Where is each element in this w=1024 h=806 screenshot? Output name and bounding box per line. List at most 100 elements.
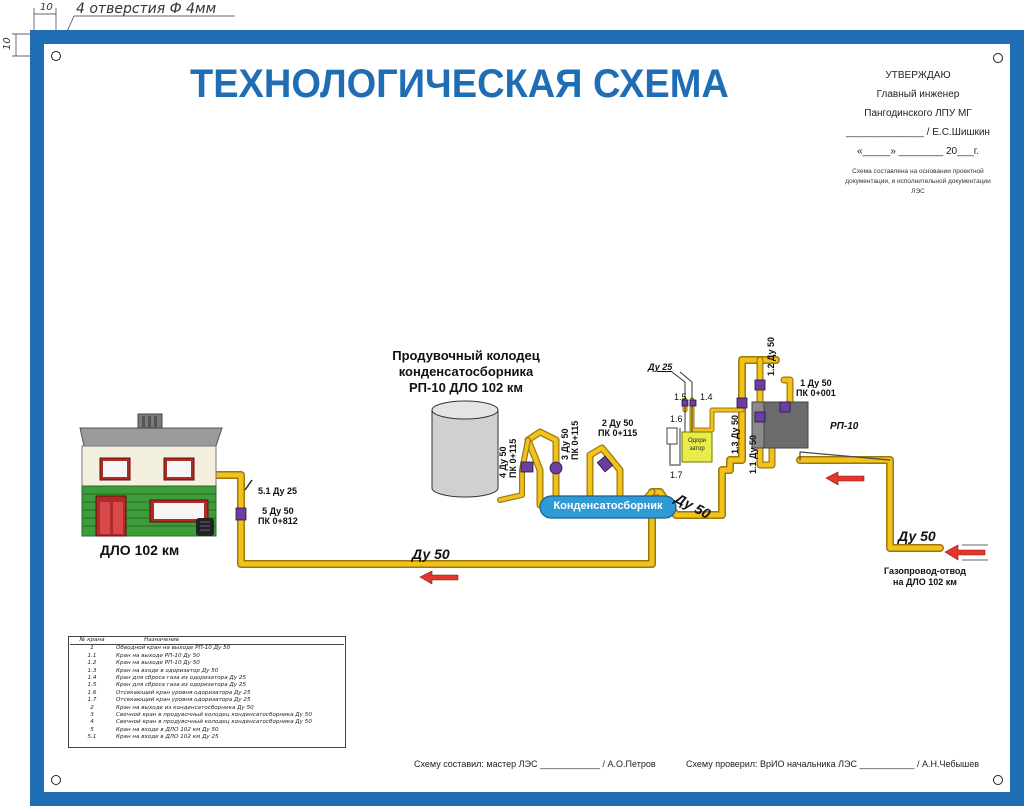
flow-arrow-inlet <box>944 544 986 561</box>
condensate-tank <box>539 495 677 519</box>
legend-row-desc: Кран на входе в ДЛО 102 км Ду 25 <box>116 734 219 741</box>
valve-5-label: 5 Ду 50 ПК 0+812 <box>258 506 298 526</box>
mount-hole-top-right <box>993 53 1003 63</box>
inlet-label-2: на ДЛО 102 км <box>893 577 957 587</box>
legend-row-num: 1.2 <box>87 660 97 667</box>
valves <box>235 379 791 521</box>
inlet-label: Газопровод-отвод на ДЛО 102 км <box>884 566 966 588</box>
valve-3 <box>549 461 563 475</box>
valve-1-label: 1 Ду 50 ПК 0+001 <box>796 378 836 398</box>
legend-row-num: 2 <box>90 704 94 711</box>
flow-arrows <box>419 471 986 585</box>
legend-header-num: № крана <box>70 637 114 646</box>
valve-5 <box>235 507 247 521</box>
mount-hole-bottom-left <box>51 775 61 785</box>
legend-row-num: 1.7 <box>87 697 97 704</box>
legend-row-desc: Кран на входе в одоризатор Ду 50 <box>116 667 219 674</box>
valve-5-1-handle <box>244 479 253 491</box>
legend-row-num: 4 <box>90 719 94 726</box>
odorizer-label: Одори затор <box>682 437 712 453</box>
valve-1-4-label: 1.4 <box>700 392 713 402</box>
valve-1-label-2: ПК 0+001 <box>796 388 836 398</box>
legend-row-num: 1.3 <box>87 667 97 674</box>
valve-5-1-label: 5.1 Ду 25 <box>258 486 298 496</box>
valve-1-label-1: 1 Ду 50 <box>800 378 832 388</box>
du50-bottom-label: Ду 50 <box>412 546 450 562</box>
approval-block: УТВЕРЖДАЮ Главный инженер Пангодинского … <box>838 66 998 197</box>
gas-inlet-line <box>799 451 891 461</box>
valve-2-label-1: 2 Ду 50 <box>601 418 634 428</box>
pipe-main-fill <box>211 357 943 567</box>
legend-row-num: 5 <box>90 726 94 733</box>
legend-row: 1.5 Кран для сброса газа из одоризатора Д… <box>70 682 344 689</box>
valve-1-1 <box>754 411 766 423</box>
legend-row: 1.3 Кран на входе в одоризатор Ду 50 <box>70 668 344 675</box>
legend-row: 2 Кран на выходе из конденсатосборника Ду… <box>70 705 344 712</box>
approval-line-5: «_____» ________ 20___г. <box>857 146 979 157</box>
dlo-building <box>79 413 223 537</box>
legend-row-desc: Отсекающий кран уровня одоризатора Ду 25 <box>116 697 251 704</box>
legend-row: 1.7 Отсекающий кран уровня одоризатора Ду… <box>70 697 344 704</box>
legend-row: 1.2 Кран на выходе РП-10 Ду 50 <box>70 660 344 667</box>
building-label: ДЛО 102 км <box>100 542 180 558</box>
legend-row-desc: Кран на выходе из конденсатосборника Ду … <box>116 704 254 711</box>
valve-1-5 <box>681 399 689 407</box>
holes-note: 4 отверстия Ф 4мм <box>76 1 217 17</box>
valve-1-4 <box>689 399 697 407</box>
legend-row-desc: Отсекающий кран уровня одоризатора Ду 25 <box>116 689 251 696</box>
white-panel <box>44 44 1010 792</box>
approval-note-2: документации, и исполнительной документа… <box>845 178 991 195</box>
legend-frame <box>68 636 346 748</box>
valve-3-label: 3 Ду 50 ПК 0+115 <box>560 421 580 460</box>
rp10-label: РП-10 <box>830 421 859 432</box>
legend-row-num: 3 <box>90 712 94 719</box>
checked-by-signature: Схему проверил: ВрИО начальника ЛЭС ____… <box>686 759 980 769</box>
mount-hole-top-left <box>51 51 61 61</box>
dimension-top-value: 10 <box>40 2 53 13</box>
valve-3-label-1: 3 Ду 50 <box>560 428 570 460</box>
valve-1-2 <box>754 379 766 391</box>
condensate-label: Конденсатосборник <box>553 500 663 512</box>
odorizer <box>681 431 713 463</box>
approval-line-3: Пангодинского ЛПУ МГ <box>864 108 972 119</box>
odorizer-vents <box>669 371 693 466</box>
well-title: Продувочный колодец конденсатосборника Р… <box>378 348 554 396</box>
valve-1-5-label: 1.5 <box>674 392 687 402</box>
valve-4-label: 4 Ду 50 ПК 0+115 <box>498 439 518 478</box>
valve-2 <box>596 455 614 473</box>
valve-1-2-label: 1.2 Ду 50 <box>766 336 776 376</box>
legend-row: 3 Свечной кран в продувочный колодец конд… <box>70 712 344 719</box>
valve-1-3 <box>736 397 748 409</box>
well-title-line-3: РП-10 ДЛО 102 км <box>409 380 523 395</box>
legend-row-num: 1.5 <box>87 682 97 689</box>
valve-2-label: 2 Ду 50 ПК 0+115 <box>598 418 637 438</box>
valve-5-label-1: 5 Ду 50 <box>262 506 294 516</box>
approval-line-4: ______________ / Е.С.Шишкин <box>846 127 990 138</box>
valve-4-label-2: ПК 0+115 <box>508 438 518 478</box>
valve-1-7-label: 1.7 <box>670 470 683 480</box>
legend-row-desc: Кран для сброса газа из одоризатора Ду 2… <box>116 682 247 689</box>
odorizer-label-2: затор <box>689 446 705 452</box>
legend-header: № крана Назначение <box>70 637 344 646</box>
valve-1-6-label: 1.6 <box>670 414 683 424</box>
legend-row-num: 5.1 <box>87 734 97 741</box>
legend-row-num: 1.6 <box>87 689 97 696</box>
valve-4 <box>520 461 534 473</box>
valve-1 <box>779 401 791 413</box>
legend-header-desc: Назначение <box>114 637 344 646</box>
legend-row-desc: Кран на выходе РП-10 Ду 50 <box>116 660 200 667</box>
odorizer-gauge <box>666 427 678 445</box>
legend-row-desc: Свечной кран в продувочный колодец конде… <box>116 712 312 719</box>
page-title: ТЕХНОЛОГИЧЕСКАЯ СХЕМА <box>190 62 729 106</box>
approval-note-1: Схема составлена на основании проектной <box>852 168 984 175</box>
inlet-label-1: Газопровод-отвод <box>884 566 966 576</box>
inlet-arrow-tails <box>962 544 988 561</box>
pipe-condensate-left-fill <box>525 429 559 508</box>
made-by-signature: Схему составил: мастер ЛЭС ____________ … <box>414 759 656 769</box>
